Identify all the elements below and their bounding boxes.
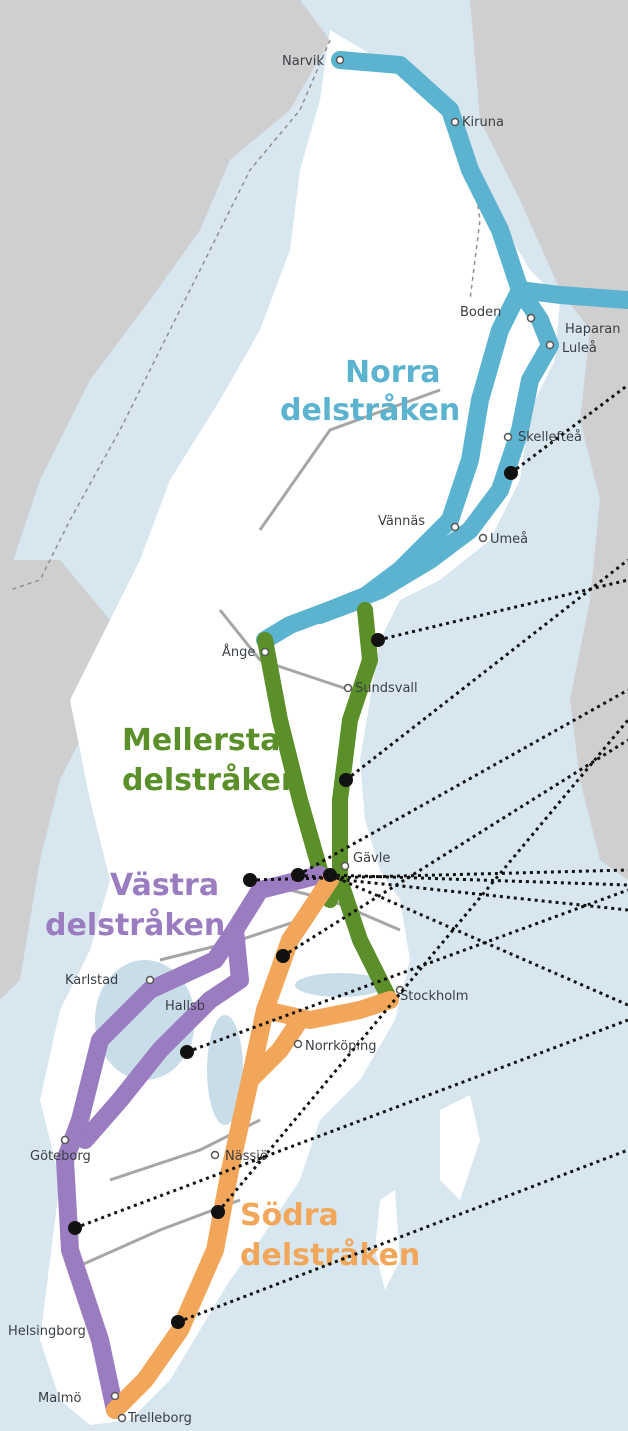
callout-line-4 (297, 688, 628, 877)
callout-line-13 (177, 1148, 628, 1324)
callout-lines (74, 383, 628, 1324)
norra-corridor (256, 51, 628, 649)
gotland-island (440, 1095, 480, 1200)
malaren-lake (295, 973, 385, 997)
vastra-corridor (56, 866, 329, 1419)
callout-line-7 (249, 868, 628, 882)
oland-island (375, 1190, 400, 1290)
callout-dot (68, 1221, 82, 1235)
city-helsingborg: Helsingborg (8, 1324, 86, 1339)
city-gavle: Gävle (353, 851, 390, 866)
callout-dot (504, 466, 518, 480)
sodra-label-line2: delstråken (240, 1237, 420, 1273)
callout-line-12 (74, 1018, 628, 1230)
norra-label-line1: Norra (345, 355, 441, 390)
norra-label-line2: delstråken (280, 392, 460, 428)
city-vannas: Vännäs (378, 514, 425, 529)
callout-dot (291, 868, 305, 882)
callout-dot (339, 773, 353, 787)
city-boden: Boden (460, 305, 501, 320)
callout-dot (371, 633, 385, 647)
callout-line-9 (282, 738, 628, 958)
city-skelleftea: Skellefteå (518, 430, 582, 445)
city-malmo: Malmö (38, 1391, 81, 1406)
city-ange: Ånge (222, 644, 255, 660)
finland-land (470, 0, 628, 880)
callout-dot (180, 1045, 194, 1059)
city-goteborg: Göteborg (30, 1149, 91, 1164)
city-nassjo: Nässjö (225, 1149, 268, 1164)
city-trelleborg: Trelleborg (127, 1411, 192, 1426)
callout-dot (211, 1205, 225, 1219)
callout-line-5 (329, 873, 628, 887)
callout-line-11 (216, 719, 628, 1213)
callout-line-10 (186, 888, 628, 1054)
city-stockholm: Stockholm (400, 989, 468, 1004)
city-haparanda: Haparan (565, 322, 621, 337)
vastra-label-line1: Västra (110, 868, 219, 903)
sweden-land (40, 30, 560, 1425)
callout-line-8 (329, 873, 628, 1007)
city-sundsvall: Sundsvall (355, 681, 418, 696)
city-narvik: Narvik (282, 54, 324, 69)
city-labels: Narvik Kiruna Boden Haparan Luleå Skelle… (8, 54, 621, 1426)
sodra-label-line1: Södra (240, 1198, 339, 1233)
callout-dot (276, 949, 290, 963)
callout-dot (171, 1315, 185, 1329)
city-hallsberg: Hallsb (165, 999, 205, 1014)
mellersta-label-line1: Mellersta (122, 723, 280, 758)
norway-land (0, 0, 330, 600)
callout-dot (243, 873, 257, 887)
vastra-label-line2: delstråken (45, 907, 225, 943)
city-markers (60, 55, 555, 1423)
city-karlstad: Karlstad (65, 973, 118, 988)
mellersta-label-line2: delstråken (122, 762, 302, 798)
callout-dots (68, 466, 518, 1329)
callout-dot (323, 868, 337, 882)
callout-line-2 (377, 578, 628, 642)
national-borders (9, 39, 481, 591)
city-lulea: Luleå (562, 341, 597, 356)
city-umea: Umeå (490, 532, 528, 547)
norway-land-south (0, 560, 110, 1000)
city-kiruna: Kiruna (462, 115, 504, 130)
city-norrkoping: Norrköping (305, 1039, 377, 1054)
